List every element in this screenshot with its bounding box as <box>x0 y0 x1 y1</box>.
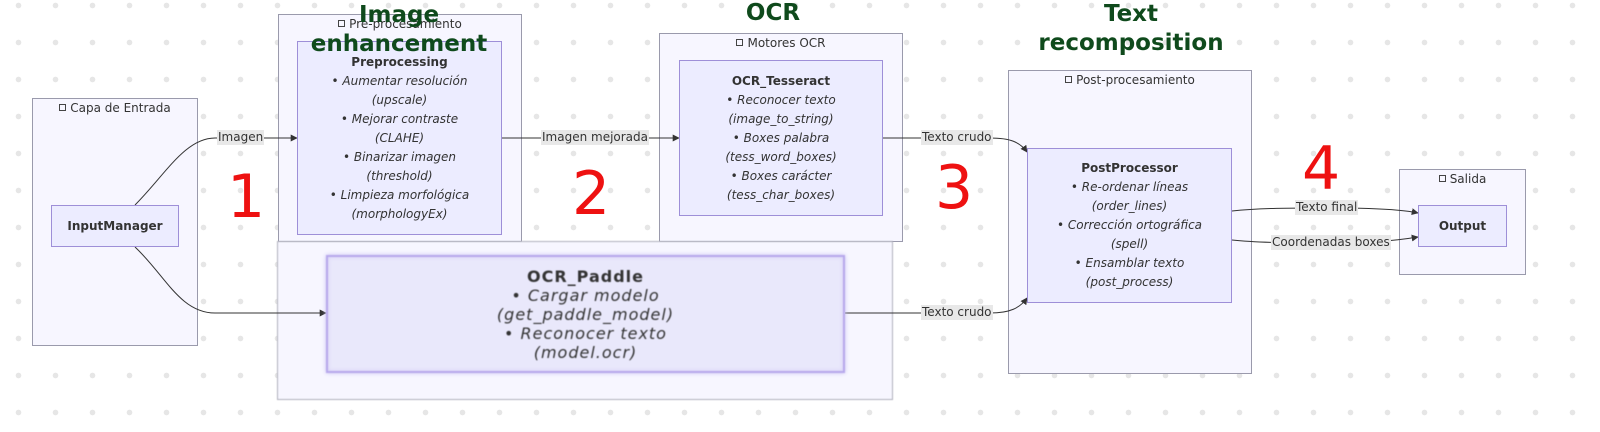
square-icon <box>1438 175 1446 182</box>
step-number-1: 1 <box>227 162 266 232</box>
square-icon <box>338 20 346 27</box>
node-line: (order_lines) <box>1091 199 1168 213</box>
node-line: • Ensamblar texto <box>1074 256 1185 270</box>
stage-title-image-enhancement: Image enhancement <box>300 1 498 59</box>
node-line: (threshold) <box>366 168 433 183</box>
stage-title-line: Image <box>358 2 440 28</box>
cluster-title: Pre-procesamiento <box>279 17 521 31</box>
stage-title-line: recomposition <box>1038 30 1224 56</box>
node-line: (post_process) <box>1085 275 1174 289</box>
cluster-title-text: Capa de Entrada <box>70 101 171 115</box>
cluster-title: Capa de Entrada <box>33 101 197 115</box>
node-output: Output <box>1418 205 1507 247</box>
node-line: • Binarizar imagen <box>342 149 457 164</box>
square-icon <box>1065 76 1073 83</box>
edge-label-texto-crudo-paddle: Texto crudo <box>921 305 993 320</box>
stage-title-line: OCR <box>745 0 801 26</box>
node-line: • Cargar modelo <box>511 285 660 305</box>
edge-input-to-paddle <box>134 246 327 317</box>
node-line: (morphologyEx) <box>351 206 448 221</box>
step-number-4: 4 <box>1302 134 1341 204</box>
stage-title-text-recomposition: Text recomposition <box>1030 0 1232 58</box>
node-title: OCR_Tesseract <box>731 73 831 88</box>
node-ocr-tesseract: OCR_Tesseract • Reconocer texto (image_t… <box>679 60 883 216</box>
cluster-title: Salida <box>1400 172 1525 186</box>
node-line: • Corrección ortográfica <box>1056 218 1203 232</box>
step-number-3: 3 <box>935 153 974 223</box>
node-title: Preprocessing <box>351 54 448 69</box>
node-post-processor: PostProcessor • Re-ordenar líneas (order… <box>1027 148 1232 303</box>
node-line: (get_paddle_model) <box>496 304 675 324</box>
node-title: OCR_Paddle <box>527 266 644 286</box>
node-line: (model.ocr) <box>533 342 638 362</box>
edge-label-coordenadas-boxes: Coordenadas boxes <box>1271 235 1391 250</box>
edge-label-texto-final: Texto final <box>1295 200 1359 215</box>
cluster-title-text: Salida <box>1449 172 1487 186</box>
stage-title-line: enhancement <box>310 31 488 57</box>
node-line: • Boxes carácter <box>730 168 832 183</box>
cluster-title: Post-procesamiento <box>1009 73 1251 87</box>
node-line: (image_to_string) <box>728 111 834 126</box>
node-line: • Re-ordenar líneas <box>1070 180 1189 194</box>
node-ocr-paddle: OCR_Paddle • Cargar modelo (get_paddle_m… <box>326 255 845 373</box>
square-icon <box>59 104 67 111</box>
node-line: (tess_char_boxes) <box>726 187 836 202</box>
node-input-manager: InputManager <box>51 205 179 247</box>
node-title: Output <box>1438 218 1487 233</box>
node-line: • Limpieza morfológica <box>329 187 470 202</box>
node-preprocessing: Preprocessing • Aumentar resolución (ups… <box>297 41 502 235</box>
node-line: (CLAHE) <box>374 130 425 145</box>
edge-label-texto-crudo-tesseract: Texto crudo <box>921 130 993 145</box>
stage-title-ocr: OCR <box>720 0 826 28</box>
cluster-title-text: Post-procesamiento <box>1076 73 1195 87</box>
square-icon <box>736 39 744 46</box>
cluster-title-text: Pre-procesamiento <box>349 17 462 31</box>
node-line: • Reconocer texto <box>504 323 667 343</box>
node-line: (tess_word_boxes) <box>725 149 837 164</box>
step-number-2: 2 <box>572 159 611 229</box>
stage-title-line: Text <box>1103 1 1159 27</box>
node-line: • Reconocer texto <box>726 92 836 107</box>
node-line: • Boxes palabra <box>732 130 830 145</box>
node-line: (upscale) <box>371 92 428 107</box>
node-line: • Mejorar contraste <box>340 111 459 126</box>
edge-label-imagen: Imagen <box>217 130 265 145</box>
node-line: • Aumentar resolución <box>331 73 468 88</box>
edge-input-to-preprocessing <box>134 134 298 206</box>
node-line: (spell) <box>1110 237 1149 251</box>
node-title: PostProcessor <box>1081 161 1178 175</box>
cluster-title-text: Motores OCR <box>747 36 826 50</box>
node-title: InputManager <box>67 218 163 233</box>
cluster-title: Motores OCR <box>660 36 902 50</box>
edge-label-imagen-mejorada: Imagen mejorada <box>541 130 650 145</box>
